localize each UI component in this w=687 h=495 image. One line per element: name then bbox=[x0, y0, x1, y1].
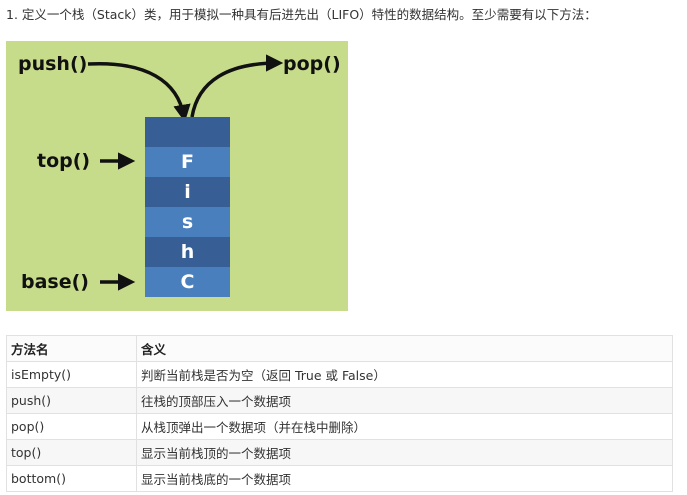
stack-diagram: push() pop() top() base() F i s h C bbox=[6, 41, 348, 311]
pop-label: pop() bbox=[283, 53, 341, 75]
method-name-cell: pop() bbox=[6, 413, 137, 440]
header-meaning: 含义 bbox=[136, 335, 673, 362]
method-name-cell: push() bbox=[6, 387, 137, 414]
pop-arrow-icon bbox=[190, 54, 284, 118]
stack-column: F i s h C bbox=[145, 117, 230, 297]
top-label: top() bbox=[37, 150, 91, 172]
stack-cell: C bbox=[145, 267, 230, 297]
stack-arrows bbox=[87, 54, 284, 291]
method-name-cell: top() bbox=[6, 439, 137, 466]
table-header-row: 方法名 含义 bbox=[6, 335, 673, 362]
method-meaning-cell: 判断当前栈是否为空（返回 True 或 False） bbox=[136, 361, 673, 388]
stack-cell-empty bbox=[145, 117, 230, 147]
method-meaning-cell: 显示当前栈顶的一个数据项 bbox=[136, 439, 673, 466]
table-row: pop() 从栈顶弹出一个数据项（并在栈中删除） bbox=[6, 413, 673, 440]
base-label: base() bbox=[21, 271, 89, 293]
method-meaning-cell: 从栈顶弹出一个数据项（并在栈中删除） bbox=[136, 413, 673, 440]
header-method-name: 方法名 bbox=[6, 335, 137, 362]
push-label: push() bbox=[18, 53, 88, 75]
table-row: top() 显示当前栈顶的一个数据项 bbox=[6, 439, 673, 466]
table-row: bottom() 显示当前栈底的一个数据项 bbox=[6, 465, 673, 492]
push-arrow-icon bbox=[87, 61, 191, 123]
stack-cell: F bbox=[145, 147, 230, 177]
stack-cell: s bbox=[145, 207, 230, 237]
table-row: push() 往栈的顶部压入一个数据项 bbox=[6, 387, 673, 414]
table-row: isEmpty() 判断当前栈是否为空（返回 True 或 False） bbox=[6, 361, 673, 388]
stack-cell: i bbox=[145, 177, 230, 207]
stack-cell: h bbox=[145, 237, 230, 267]
method-name-cell: bottom() bbox=[6, 465, 137, 492]
method-meaning-cell: 往栈的顶部压入一个数据项 bbox=[136, 387, 673, 414]
method-meaning-cell: 显示当前栈底的一个数据项 bbox=[136, 465, 673, 492]
intro-paragraph: 1. 定义一个栈（Stack）类，用于模拟一种具有后进先出（LIFO）特性的数据… bbox=[6, 7, 597, 22]
methods-table: 方法名 含义 isEmpty() 判断当前栈是否为空（返回 True 或 Fal… bbox=[6, 335, 673, 492]
method-name-cell: isEmpty() bbox=[6, 361, 137, 388]
